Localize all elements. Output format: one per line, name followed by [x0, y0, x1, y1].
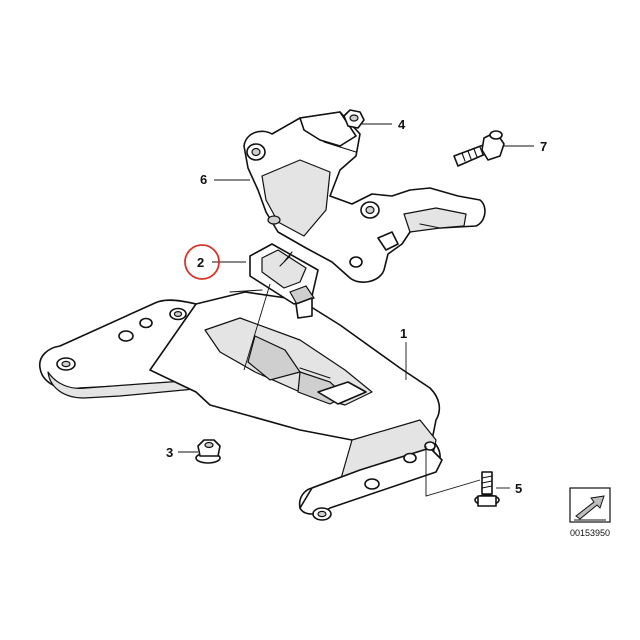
callout-7: 7	[540, 139, 547, 154]
reference-number: 00153950	[570, 528, 610, 538]
crossmember-part	[38, 289, 443, 521]
callout-2-highlight-ring	[184, 244, 220, 280]
callout-1: 1	[400, 326, 407, 341]
bolt-part	[453, 130, 505, 167]
flange-nut-part	[195, 439, 221, 464]
forward-arrow-icon	[569, 487, 611, 523]
flange-bolt-part	[474, 471, 500, 507]
nut-part	[343, 109, 365, 129]
callout-2: 2	[197, 255, 204, 270]
transmission-mount-part	[249, 243, 319, 319]
bracket-part	[243, 111, 486, 283]
callout-6: 6	[200, 172, 207, 187]
leader-lines	[178, 123, 534, 497]
callout-3: 3	[166, 445, 173, 460]
callout-5: 5	[515, 481, 522, 496]
callout-4: 4	[398, 117, 406, 132]
